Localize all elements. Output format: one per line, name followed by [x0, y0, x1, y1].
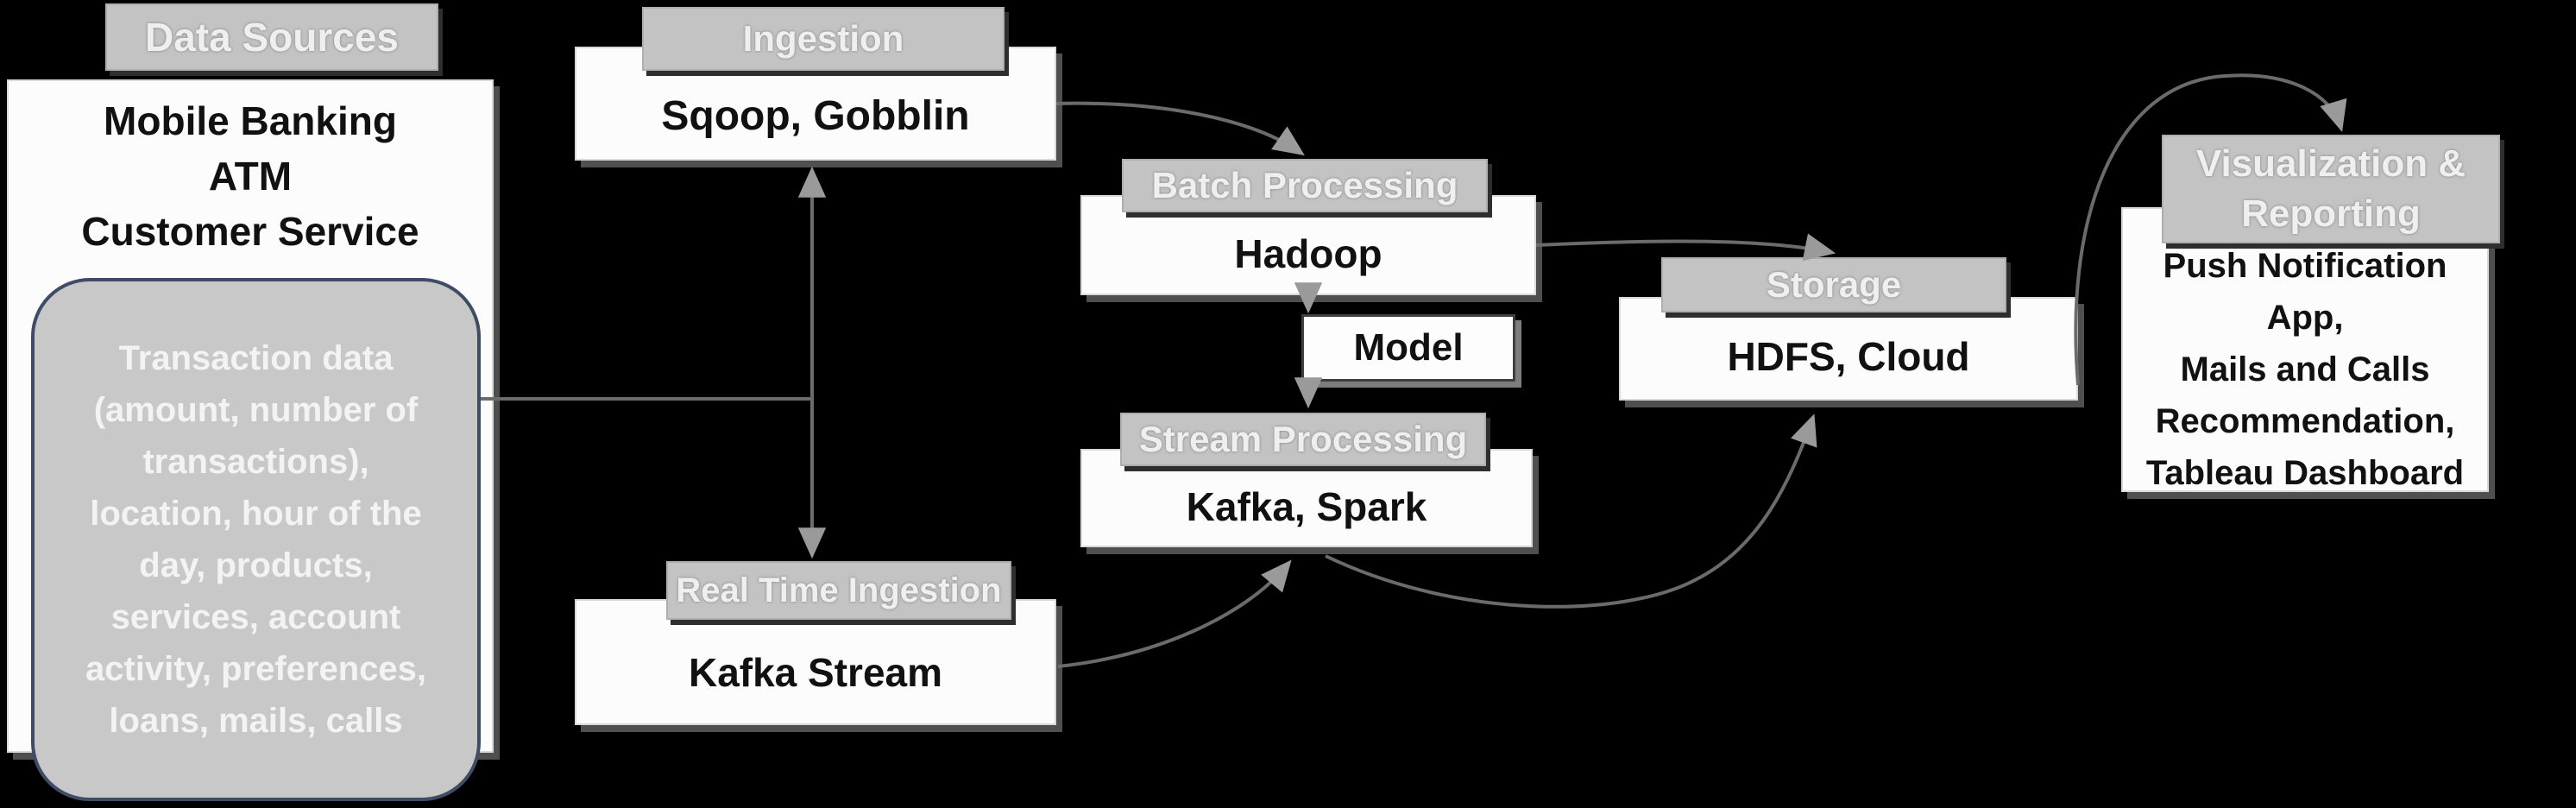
- model-box: Model: [1301, 314, 1515, 382]
- callout-line: activity, preferences,: [85, 650, 427, 688]
- batch-processing-label: Batch Processing: [1151, 165, 1458, 205]
- data-source-item: Customer Service: [81, 209, 419, 254]
- batch-processing-header: Batch Processing: [1122, 159, 1488, 212]
- visualization-output: Recommendation,: [2155, 402, 2455, 440]
- visualization-output: Mails and Calls: [2180, 350, 2430, 388]
- callout-line: location, hour of the: [90, 495, 422, 533]
- edge-realtime-to-stream: [1057, 559, 1292, 668]
- visualization-output: Push Notification App,: [2163, 247, 2447, 337]
- ingestion-tools: Sqoop, Gobblin: [661, 92, 970, 139]
- model-label: Model: [1353, 326, 1464, 369]
- transaction-data-callout: Transaction data (amount, number of tran…: [31, 278, 481, 801]
- stream-processing-tools: Kafka, Spark: [1186, 484, 1427, 529]
- visualization-output: Tableau Dashboard: [2145, 454, 2465, 492]
- data-sources-header: Data Sources: [105, 3, 438, 71]
- data-source-item: ATM: [208, 154, 293, 199]
- stream-processing-header: Stream Processing: [1120, 413, 1486, 466]
- visualization-reporting-header: Visualization & Reporting: [2162, 135, 2500, 243]
- visualization-reporting-box: Push Notification App, Mails and Calls R…: [2121, 207, 2489, 492]
- storage-header: Storage: [1661, 257, 2006, 312]
- visualization-label-line: Visualization &: [2195, 142, 2466, 185]
- ingestion-header: Ingestion: [642, 7, 1005, 71]
- data-sources-items: Mobile Banking ATM Customer Service: [7, 93, 494, 259]
- callout-line: loans, mails, calls: [109, 702, 403, 740]
- visualization-label-line: Reporting: [2241, 193, 2421, 235]
- data-source-item: Mobile Banking: [104, 98, 397, 143]
- real-time-ingestion-label: Real Time Ingestion: [676, 571, 1002, 609]
- batch-processing-tools: Hadoop: [1234, 231, 1382, 276]
- callout-line: services, account: [110, 598, 401, 636]
- data-sources-label: Data Sources: [144, 15, 399, 60]
- storage-tools: HDFS, Cloud: [1727, 334, 1970, 379]
- callout-line: (amount, number of: [93, 391, 419, 429]
- storage-label: Storage: [1766, 264, 1902, 305]
- callout-line: day, products,: [139, 546, 373, 584]
- real-time-ingestion-tools: Kafka Stream: [688, 650, 943, 695]
- callout-line: transactions),: [142, 443, 369, 481]
- real-time-ingestion-box: Kafka Stream: [575, 599, 1056, 725]
- storage-box: HDFS, Cloud: [1619, 297, 2078, 401]
- edge-batch-to-storage: [1535, 233, 1836, 262]
- callout-line: Transaction data: [118, 339, 394, 377]
- real-time-ingestion-header: Real Time Ingestion: [666, 561, 1011, 620]
- ingestion-label: Ingestion: [742, 18, 904, 59]
- edge-ingestion-to-batch: [1055, 101, 1305, 156]
- stream-processing-label: Stream Processing: [1138, 419, 1468, 459]
